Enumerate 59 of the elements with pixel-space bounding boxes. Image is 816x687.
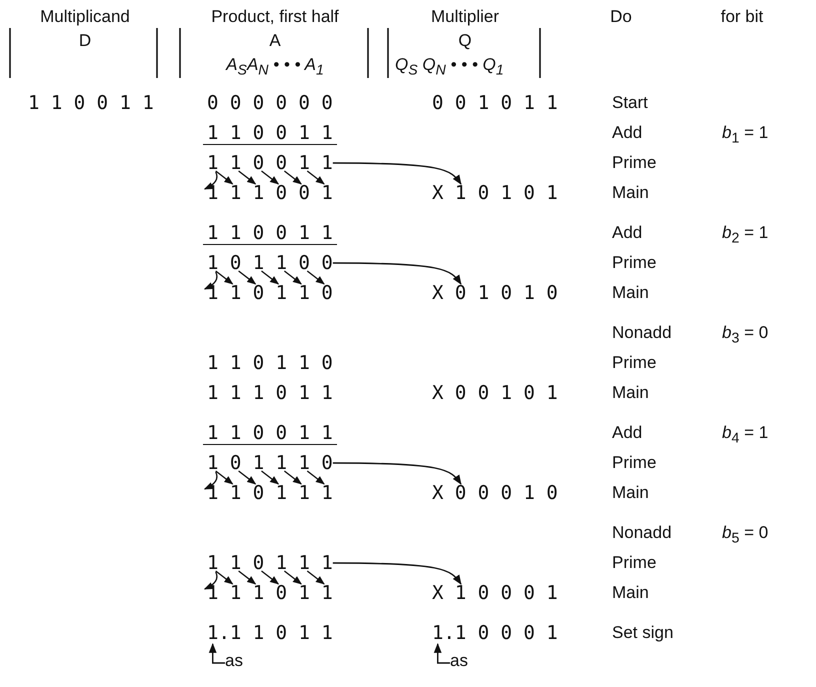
step-label: Prime — [612, 552, 656, 574]
arrow — [332, 262, 462, 285]
annotation-label: as — [225, 652, 243, 670]
bit-condition: b$_{3}$ = 0 — [722, 322, 768, 348]
binary-number: X 1 0 0 0 1 — [432, 582, 558, 604]
step-label: Main — [612, 482, 649, 504]
column-heading: for bit — [720, 6, 764, 28]
annotation-label: as — [450, 652, 468, 670]
bit-positions: A$_{S}$A$_{N}$ • • • A$_{1}$ — [226, 54, 324, 80]
column-heading: Multiplicand — [40, 6, 130, 28]
bit-condition: b$_{5}$ = 0 — [722, 522, 768, 548]
leader-line — [434, 643, 450, 664]
step-label: Prime — [612, 452, 656, 474]
binary-number: 1 1 0 0 1 1 — [203, 422, 337, 445]
step-label: Main — [612, 182, 649, 204]
step-label: Main — [612, 282, 649, 304]
bit-condition: b$_{2}$ = 1 — [722, 222, 768, 248]
column-heading: Do — [610, 6, 632, 28]
step-label: Add — [612, 422, 642, 444]
binary-number: X 1 0 1 0 1 — [432, 182, 558, 204]
step-label: Main — [612, 582, 649, 604]
column-heading: Multiplier — [430, 6, 500, 28]
leader-line — [208, 643, 225, 664]
step-label: Prime — [612, 252, 656, 274]
binary-number: 0 0 1 0 1 1 — [432, 92, 558, 114]
step-label: Nonadd — [612, 522, 672, 544]
binary-number: 1 1 1 0 1 1 — [207, 382, 333, 404]
arrow — [332, 462, 462, 485]
binary-number: 1 1 0 1 1 0 — [207, 352, 333, 374]
binary-number: 1.1 1 0 1 1 — [207, 622, 333, 644]
column-heading: Product, first half — [211, 6, 339, 28]
step-label: Prime — [612, 352, 656, 374]
binary-number: 0 0 0 0 0 0 — [207, 92, 333, 114]
bit-condition: b$_{4}$ = 1 — [722, 422, 768, 448]
binary-number: 1 1 0 0 1 1 — [203, 122, 337, 145]
register-name: D — [78, 30, 92, 52]
binary-number: 1.1 0 0 0 1 — [432, 622, 558, 644]
step-label: Add — [612, 122, 642, 144]
binary-number: 1 1 0 1 1 1 — [207, 552, 333, 574]
step-label: Prime — [612, 152, 656, 174]
bit-condition: b$_{1}$ = 1 — [722, 122, 768, 148]
binary-number: X 0 0 0 1 0 — [432, 482, 558, 504]
binary-number: 1 1 0 0 1 1 — [28, 92, 154, 114]
bit-positions: Q$_{S}$ Q$_{N}$ • • • Q$_{1}$ — [395, 54, 504, 80]
arrow — [332, 162, 462, 185]
step-label: Add — [612, 222, 642, 244]
register-name: Q — [458, 30, 472, 52]
binary-number: 1 0 1 1 0 0 — [207, 252, 333, 274]
step-label: Main — [612, 382, 649, 404]
binary-number: 1 1 0 0 1 1 — [207, 152, 333, 174]
binary-number: 1 0 1 1 1 0 — [207, 452, 333, 474]
binary-number: X 0 0 1 0 1 — [432, 382, 558, 404]
step-label: Set sign — [612, 622, 674, 644]
binary-number: 1 1 0 0 1 1 — [203, 222, 337, 245]
step-label: Start — [612, 92, 648, 114]
binary-number: X 0 1 0 1 0 — [432, 282, 558, 304]
step-label: Nonadd — [612, 322, 672, 344]
arrow — [332, 562, 462, 585]
register-name: A — [269, 30, 281, 52]
